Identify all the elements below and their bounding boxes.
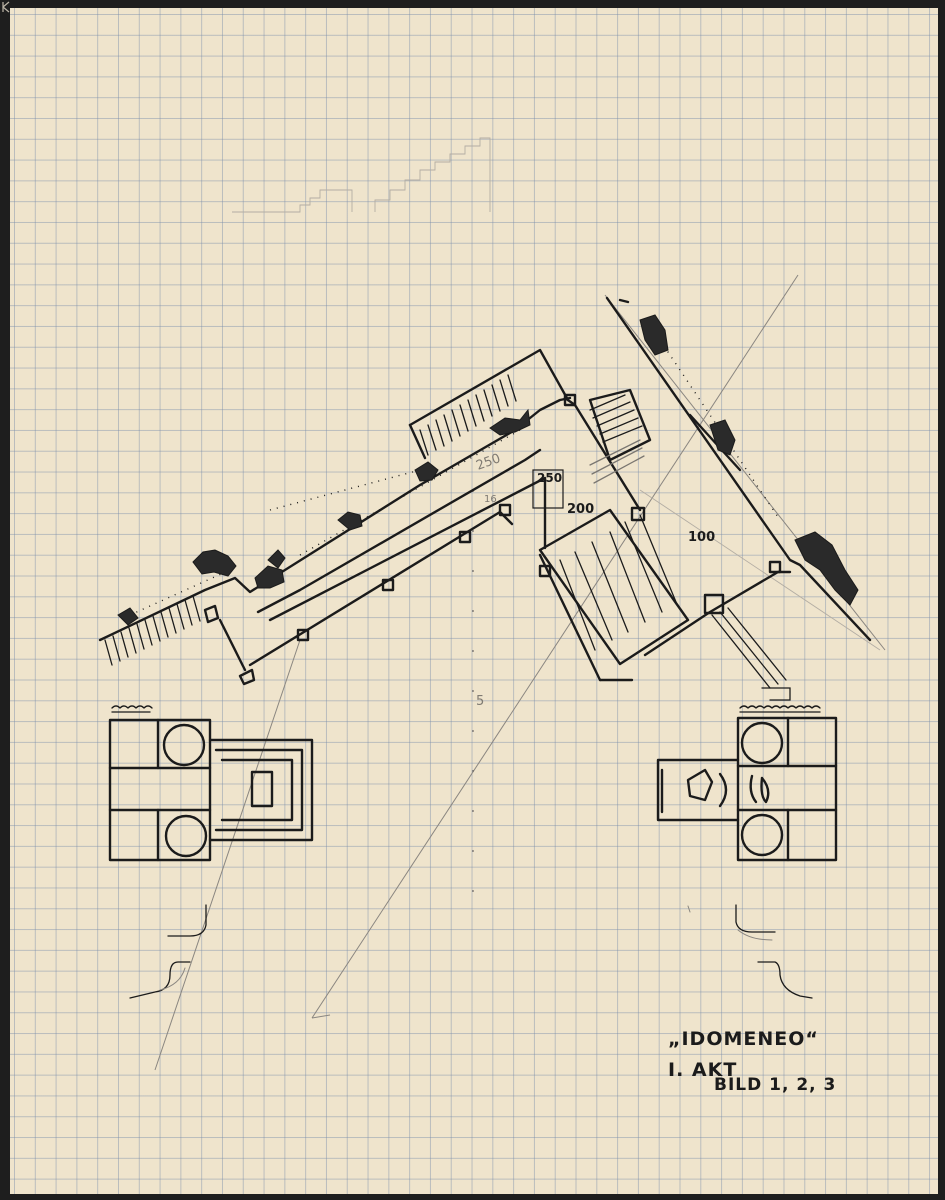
diagonal-platform	[98, 296, 872, 686]
archive-stamp-mark	[2, 1, 10, 13]
title-line-3: BILD 1, 2, 3	[714, 1075, 836, 1095]
axis-mark-16: 16	[484, 494, 497, 505]
lower-corner-returns	[129, 904, 813, 999]
center-axis: 5 16	[472, 490, 497, 905]
dotted-edge	[129, 339, 781, 616]
stair-hatching	[104, 374, 791, 701]
dimension-250-pencil: 250	[474, 451, 502, 474]
left-pavilion	[108, 705, 314, 862]
title-block: „IDOMENEO“ I. AKT BILD 1, 2, 3	[668, 1028, 836, 1095]
title-line-2: I. AKT	[668, 1059, 737, 1081]
title-line-1: „IDOMENEO“	[668, 1028, 819, 1050]
axis-mark-5: 5	[476, 694, 484, 709]
graph-paper	[10, 8, 938, 1194]
dimension-200: 200	[567, 502, 594, 517]
dimension-100: 100	[688, 530, 715, 545]
dimension-labels: 250 250 200 100	[474, 451, 715, 545]
pencil-sightlines	[154, 274, 886, 1071]
shrubbery	[117, 314, 859, 626]
pencil-stair-sketch	[232, 137, 491, 213]
dimension-250: 250	[537, 471, 562, 485]
right-pavilion	[656, 705, 838, 862]
